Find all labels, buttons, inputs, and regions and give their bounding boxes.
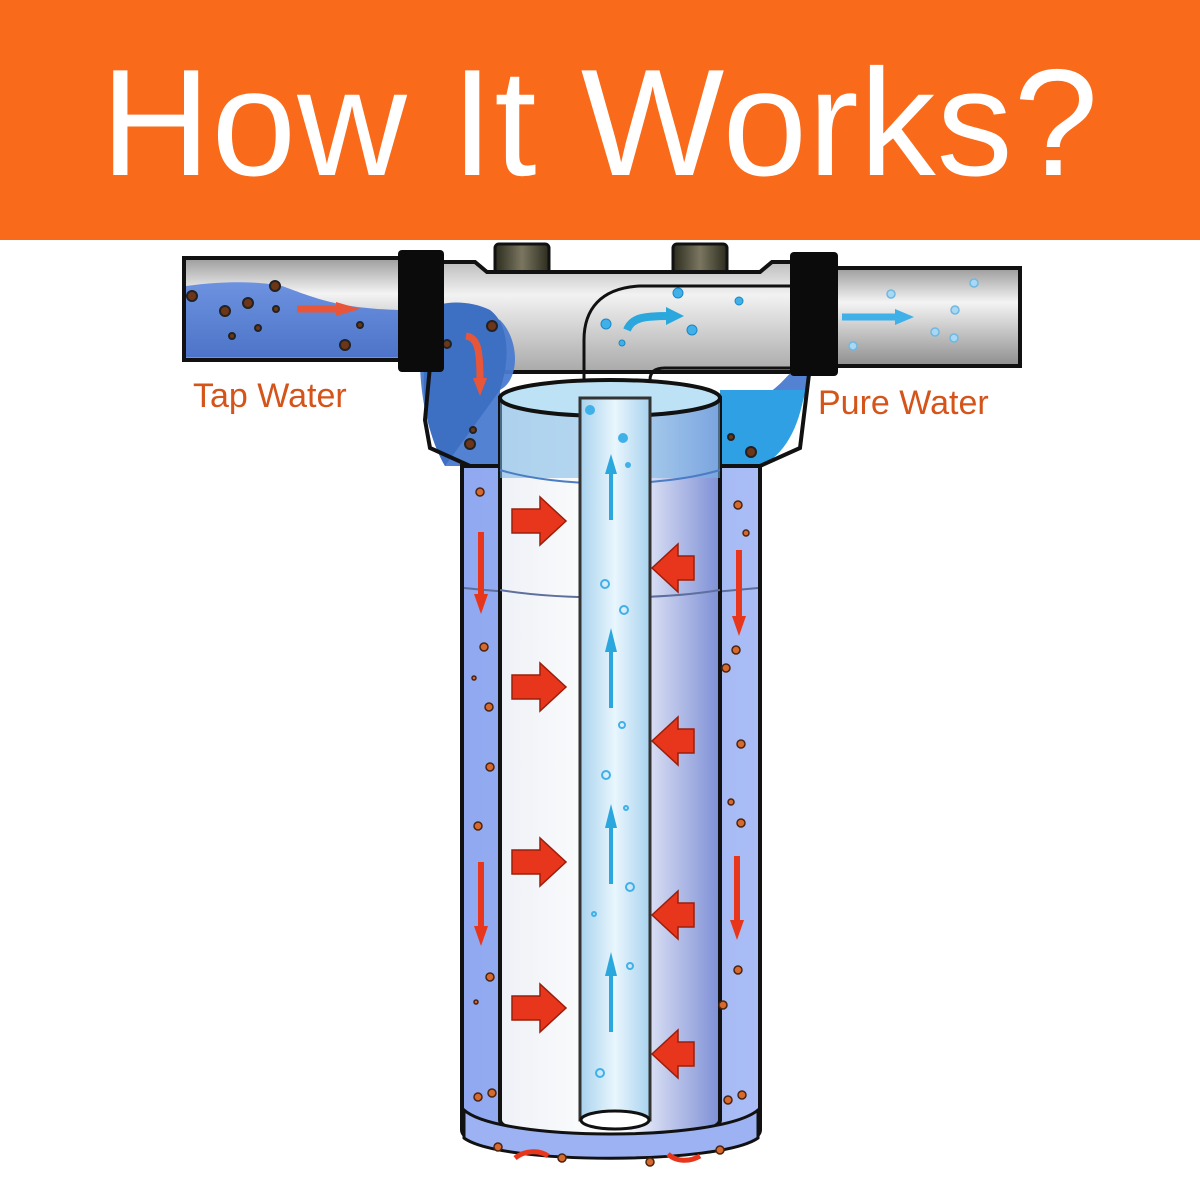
sediment-particles	[471, 487, 750, 1167]
upward-flow-arrows	[605, 454, 617, 1032]
pure-water-label: Pure Water	[818, 384, 989, 422]
inlet-clamp	[398, 250, 444, 372]
inlet-pipe	[182, 256, 402, 362]
downward-flow-arrows	[474, 532, 746, 1163]
outlet-clamp	[790, 252, 838, 376]
tap-water-label: Tap Water	[193, 377, 347, 415]
inward-flow-arrows-left	[511, 495, 568, 1034]
clean-bubbles	[591, 579, 635, 1078]
inward-flow-arrows-right	[650, 542, 695, 1080]
page-title: How It Works?	[100, 38, 1100, 208]
center-core-tube	[578, 396, 652, 1131]
filter-diagram	[182, 242, 1022, 1167]
title-banner: How It Works?	[0, 0, 1200, 240]
clean-bubbles-filled	[585, 405, 631, 468]
outlet-pipe	[810, 266, 1022, 368]
